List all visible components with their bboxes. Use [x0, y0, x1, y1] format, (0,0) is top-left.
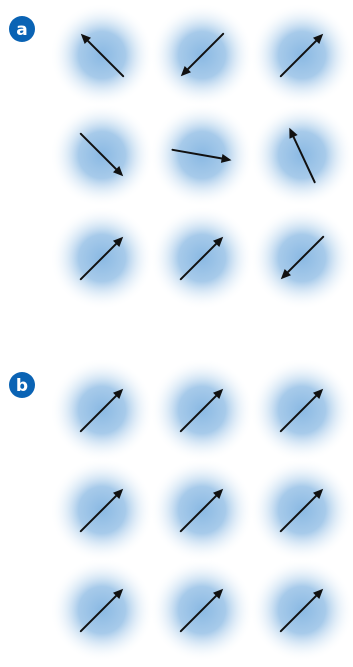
spin-arrow-icon: [80, 33, 125, 78]
lattice-site: [150, 206, 254, 310]
lattice-site: [50, 458, 154, 562]
lattice-site: [250, 358, 353, 462]
panel-a-label: a: [9, 16, 35, 42]
lattice-site: [150, 3, 254, 107]
spin-arrow-icon: [79, 132, 124, 177]
spin-arrow-icon: [79, 236, 124, 281]
spin-arrow-icon: [289, 127, 316, 184]
panel-b-label-text: b: [16, 376, 28, 396]
lattice-site: [150, 103, 254, 207]
panel-b-badge: [9, 372, 35, 398]
panel-a-lattice: [50, 3, 353, 310]
spin-arrow-icon: [171, 148, 232, 163]
spin-arrow-icon: [79, 488, 124, 533]
spin-arrow-icon: [79, 588, 124, 633]
panel-a-label-text: a: [16, 20, 27, 40]
spin-arrow-icon: [279, 33, 324, 78]
lattice-site: [250, 103, 353, 207]
lattice-site: [250, 558, 353, 662]
spin-arrow-icon: [279, 488, 324, 533]
spin-arrow-icon: [179, 388, 224, 433]
spin-arrow-icon: [279, 588, 324, 633]
lattice-site: [150, 458, 254, 562]
panel-a-badge: [9, 16, 35, 42]
lattice-site: [50, 103, 154, 207]
panel-b-label: b: [9, 372, 35, 398]
lattice-site: [50, 206, 154, 310]
spin-arrow-icon: [179, 488, 224, 533]
lattice-site: [250, 458, 353, 562]
spin-arrow-icon: [179, 588, 224, 633]
spin-arrow-icon: [79, 388, 124, 433]
spin-arrow-icon: [280, 235, 325, 280]
lattice-site: [250, 3, 353, 107]
lattice-site: [50, 3, 154, 107]
spin-arrow-icon: [180, 32, 225, 77]
lattice-site: [50, 558, 154, 662]
lattice-site: [250, 206, 353, 310]
spin-arrow-icon: [279, 388, 324, 433]
lattice-site: [150, 558, 254, 662]
lattice-site: [150, 358, 254, 462]
panel-b-lattice: [50, 358, 353, 662]
spin-arrow-icon: [179, 236, 224, 281]
lattice-site: [50, 358, 154, 462]
